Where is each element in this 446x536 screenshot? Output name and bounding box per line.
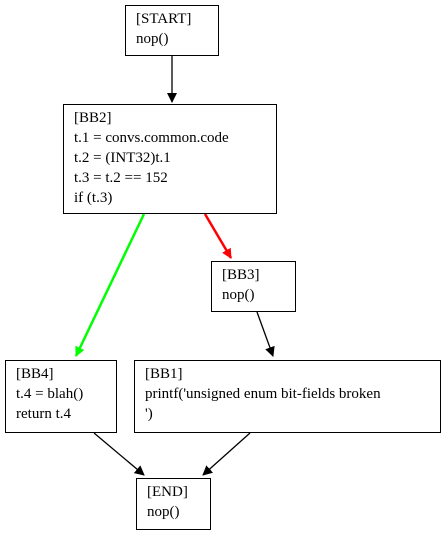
node-bb1-line: printf('unsigned enum bit-fields broken <box>145 386 381 402</box>
node-bb1: [BB1] printf('unsigned enum bit-fields b… <box>134 360 441 433</box>
node-bb3: [BB3] nop() <box>211 261 296 312</box>
node-bb3-line: nop() <box>222 287 255 303</box>
node-bb2-label: [BB2] <box>74 110 112 126</box>
node-end: [END] nop() <box>136 478 211 530</box>
node-bb1-line: ') <box>145 406 153 422</box>
node-end-line: nop() <box>147 504 180 520</box>
node-bb2-line: if (t.3) <box>74 190 113 206</box>
node-start-line: nop() <box>136 31 169 47</box>
edge-bb2-to-bb4 <box>74 213 146 357</box>
node-bb4-label: [BB4] <box>16 366 54 382</box>
edge-bb4-to-end <box>93 432 145 476</box>
node-bb1-label: [BB1] <box>145 366 183 382</box>
node-end-label: [END] <box>147 484 188 500</box>
node-bb4: [BB4] t.4 = blah() return t.4 <box>5 360 117 433</box>
node-bb2-line: t.1 = convs.common.code <box>74 130 229 146</box>
edge-bb3-to-bb1 <box>256 311 275 357</box>
node-bb4-line: return t.4 <box>16 406 71 422</box>
node-start-label: [START] <box>136 11 192 27</box>
edge-bb1-to-end <box>202 432 251 476</box>
node-bb2: [BB2] t.1 = convs.common.code t.2 = (INT… <box>63 104 277 214</box>
node-bb2-line: t.2 = (INT32)t.1 <box>74 150 171 166</box>
node-start: [START] nop() <box>125 5 219 56</box>
node-bb4-line: t.4 = blah() <box>16 386 84 402</box>
edge-bb2-to-bb3 <box>203 213 233 259</box>
node-bb2-line: t.3 = t.2 == 152 <box>74 170 168 186</box>
node-bb3-label: [BB3] <box>222 267 260 283</box>
